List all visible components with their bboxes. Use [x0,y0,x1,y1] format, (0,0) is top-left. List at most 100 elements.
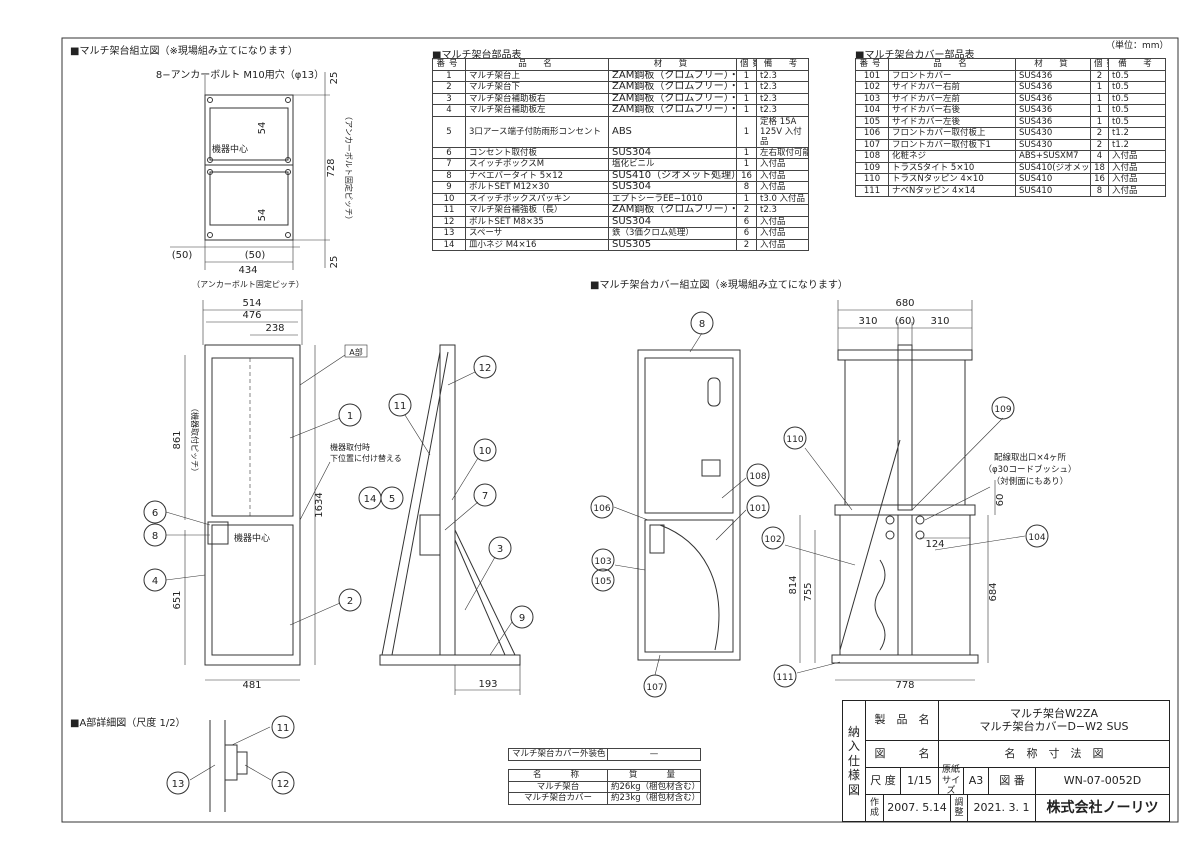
table-cell: 5 [432,115,466,148]
column-header: 番号 [855,58,889,71]
weight-table: 名 称質 量マルチ架台約26kg（梱包材含む）マルチ架台カバー約23kg（梱包材… [508,769,701,805]
dim-label: 476 [242,310,261,321]
table-cell: SUS304 [608,181,737,194]
balloon-label: 108 [749,472,766,482]
table-cell: 111 [855,184,889,197]
a-part-label: A部 [349,347,362,357]
table-cell: フロントカバー取付板上 [888,127,1016,140]
dim-label: 25 [329,72,340,85]
page-border [61,37,1179,823]
table-cell: 1 [1090,104,1109,117]
table-cell: 16 [736,169,757,182]
paper-size-value: A3 [963,767,989,795]
table-cell: SUS410（ジオメット処理） [608,169,737,182]
table-cell: SUS436 [1015,81,1091,94]
company-name: 株式会社ノーリツ [1035,794,1170,822]
table-cell: 109 [855,161,889,174]
table-cell: マルチ架台下 [465,81,609,94]
dim-label: 310 [858,316,877,327]
dim-label: (50) [245,250,266,261]
table-cell: SUS410(ジオメット処理) [1015,161,1091,174]
cover-side-view [784,300,1026,681]
table-row: マルチ架台約26kg（梱包材含む） [508,780,701,793]
balloon-label: 12 [479,363,492,374]
table-cell: トラスNタッピン 4×10 [888,173,1016,186]
table-cell: 10 [432,192,466,205]
balloon-label: 2 [347,596,353,607]
table-cell: 1 [1090,115,1109,128]
table-cell: 2 [1090,69,1109,82]
table-cell: マルチ架台補助板左 [465,104,609,117]
table-cell: マルチ架台カバー [508,792,608,805]
dim-label: 1634 [314,492,325,517]
table-cell: 110 [855,173,889,186]
table-cell: コンセント取付板 [465,146,609,159]
table-cell: 12 [432,215,466,228]
table-cell: マルチ架台 [508,780,608,793]
mounting-note: 下位置に付け替える [330,453,402,463]
table-cell: ZAM鋼板（クロムフリー）・クリア塗装 [608,204,737,217]
balloon-label: 10 [479,446,492,457]
product-name-cell: マルチ架台W2ZA マルチ架台カバーD−W2 SUS [938,700,1170,741]
dim-label: 651 [172,590,183,609]
balloon-label: 102 [764,535,781,545]
column-header: 備 考 [756,58,809,71]
cover-front-view [613,332,747,676]
table-cell: 1 [1090,92,1109,105]
table-cell: 106 [855,127,889,140]
column-header: 材 質 [608,58,737,71]
table-cell: SUS436 [1015,104,1091,117]
balloon-label: 106 [593,504,610,514]
product-name-1: マルチ架台W2ZA [1010,706,1098,720]
dim-label: 861 [172,430,183,449]
column-header: 名 称 [508,769,608,782]
table-cell: ZAM鋼板（クロムフリー）・クリア塗装 [608,81,737,94]
drawing-no-label: 図 番 [988,767,1036,795]
table-cell: 2 [432,81,466,94]
table-cell: ZAM鋼板（クロムフリー）・クリア塗装 [608,104,737,117]
dim-label: (50) [172,250,193,261]
table-cell: ナベエバータイト 5×12 [465,169,609,182]
dim-label: 310 [930,316,949,327]
table-cell: 103 [855,92,889,105]
balloon-label: 107 [646,683,663,693]
balloon-label: 7 [482,491,488,502]
balloon-label: 9 [519,613,525,624]
table-cell: 2 [736,204,757,217]
table-cell: 102 [855,81,889,94]
frame-top-view [170,72,330,270]
table-cell: 1 [736,92,757,105]
drawing-name-label: 図 名 [865,740,939,768]
mounting-note: 機器取付時 [330,442,370,452]
table-cell: サイドカバー右前 [888,81,1016,94]
table-cell: SUS430 [1015,127,1091,140]
balloon-label: 5 [389,494,395,505]
balloon-label: 110 [786,435,803,445]
balloon-label: 1 [347,411,353,422]
table-cell: 107 [855,138,889,151]
product-name-2: マルチ架台カバーD−W2 SUS [979,719,1129,733]
table-cell: t0.5 [1108,81,1166,94]
product-name-label: 製 品 名 [865,700,939,741]
title-block-side-label: 納 入 仕 様 図 [842,700,866,822]
table-cell: 入付品 [1108,161,1166,174]
dim-label: 814 [788,575,799,594]
balloon-circles [143,311,1049,795]
equipment-center-label: 機器中心 [212,143,248,155]
detail-a-view [189,720,272,812]
table-cell: t2.3 [756,104,809,117]
dim-label: 481 [242,680,261,691]
balloon-label: 4 [152,576,158,587]
table-cell: ボルトSET M12×30 [465,181,609,194]
column-header: 品 名 [888,58,1016,71]
